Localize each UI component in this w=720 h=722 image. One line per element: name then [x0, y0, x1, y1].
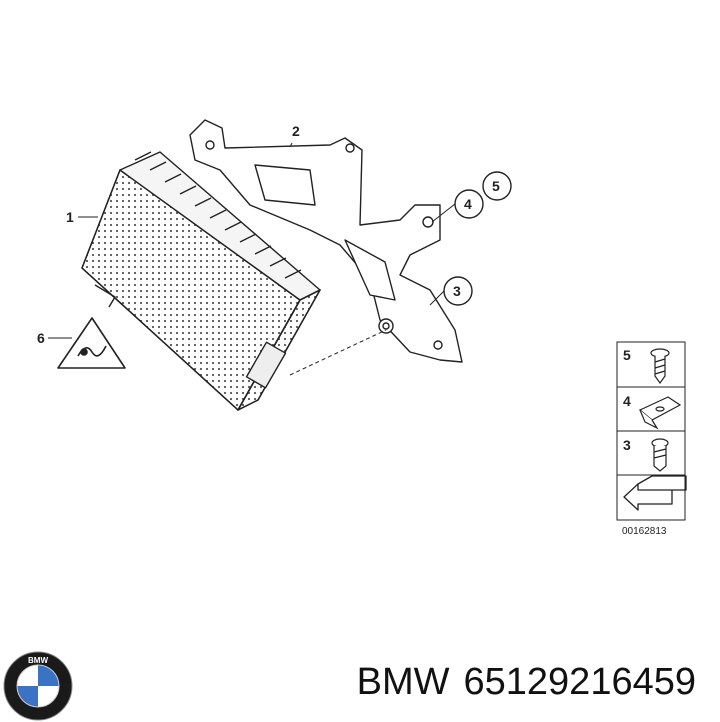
bmw-logo: BMW: [3, 651, 73, 721]
legend-number-5: 5: [623, 347, 631, 363]
callout-2: 2: [292, 123, 300, 139]
callout-4: 4: [464, 196, 472, 212]
fastener-legend: 5 4 3: [616, 341, 687, 521]
clip-nut-icon: [638, 396, 682, 430]
amplifier-unit: [81, 151, 321, 411]
part-number: 65129216459: [463, 661, 696, 703]
callout-1: 1: [66, 209, 74, 225]
callout-5: 5: [492, 178, 500, 194]
warning-triangle-icon: [57, 317, 126, 369]
legend-number-3: 3: [623, 437, 631, 453]
screw-icon: [650, 348, 670, 385]
legend-number-4: 4: [623, 393, 631, 409]
callout-6: 6: [37, 330, 45, 346]
bolt-icon: [651, 438, 669, 472]
brand-name: BMW: [356, 661, 450, 703]
diagram-reference-number: 00162813: [622, 526, 667, 537]
logo-text: BMW: [28, 656, 48, 665]
leader-lines: [48, 142, 456, 339]
callout-4-circle: [454, 189, 484, 219]
mounting-bracket: [189, 119, 463, 363]
direction-arrow-icon: [623, 475, 687, 511]
callout-3-circle: [443, 276, 473, 306]
assembly-line: [289, 329, 387, 376]
part-caption: BMW 65129216459: [357, 661, 710, 704]
callout-3: 3: [453, 283, 461, 299]
callout-5-circle: [482, 171, 512, 201]
